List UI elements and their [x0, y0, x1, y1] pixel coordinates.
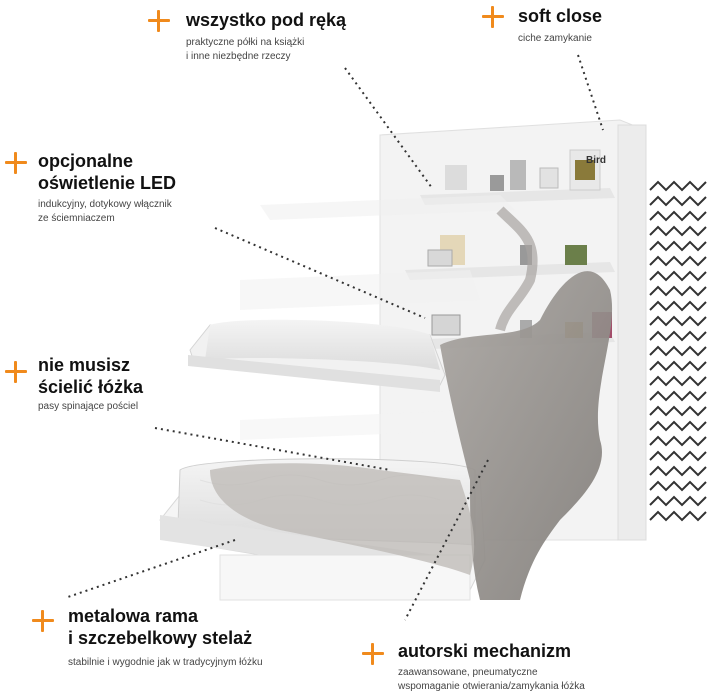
plus-icon — [148, 10, 170, 32]
feature-desc-mechanism: zaawansowane, pneumatyczne wspomaganie o… — [398, 667, 585, 692]
feature-desc-frame: stabilnie i wygodnie jak w tradycyjnym ł… — [68, 657, 263, 668]
plus-icon — [5, 152, 27, 174]
plus-icon — [32, 610, 54, 632]
plus-icon — [482, 6, 504, 28]
leader-lines — [64, 54, 604, 621]
bed-ghost-panels — [240, 195, 515, 440]
grey-blanket — [210, 206, 613, 600]
feature-desc-shelves: praktyczne półki na książki i inne niezb… — [186, 37, 305, 62]
book-label: Bird — [586, 155, 606, 166]
feature-title-soft-close: soft close — [518, 6, 603, 26]
feature-title-mechanism: autorski mechanizm — [398, 641, 572, 661]
plus-icon — [362, 643, 384, 665]
feature-title-frame: metalowa rama i szczebelkowy stelaż — [68, 606, 253, 648]
feature-desc-soft-close: ciche zamykanie — [518, 33, 592, 44]
zigzag-pattern — [649, 180, 707, 522]
tilted-mattress — [188, 319, 446, 392]
plus-icon — [5, 361, 27, 383]
feature-desc-bedding: pasy spinające pościel — [38, 401, 139, 412]
feature-title-shelves: wszystko pod ręką — [186, 10, 347, 30]
feature-title-bedding: nie musisz ścielić łóżka — [38, 355, 144, 397]
feature-desc-led: indukcyjny, dotykowy włącznik ze ściemni… — [38, 199, 172, 224]
feature-title-led: opcjonalne oświetlenie LED — [38, 151, 177, 193]
